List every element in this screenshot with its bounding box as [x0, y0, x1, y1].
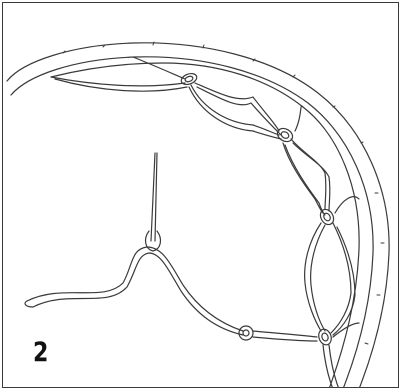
hoop-net-lacing-diagram [3, 3, 399, 388]
free-lace-strand [253, 337, 317, 341]
lace-end [25, 301, 33, 307]
step-number: 2 [33, 339, 48, 366]
figure-frame: 2 [2, 2, 399, 388]
needle-icon [151, 153, 157, 241]
lace-knot [180, 72, 198, 87]
hoop-texture [63, 42, 384, 344]
hoop-outer-edge [7, 43, 389, 388]
free-lace-strand [33, 253, 243, 335]
free-lace-strand [27, 247, 243, 331]
lace-knot [321, 332, 329, 342]
free-lace-strand [253, 331, 317, 337]
top-lacing-strand [51, 77, 185, 86]
lace-bead [239, 326, 253, 340]
hoop-inner-edge [51, 63, 359, 388]
lace-knot [184, 75, 193, 82]
lace-bead [243, 330, 249, 336]
top-lacing-strand [133, 57, 185, 79]
